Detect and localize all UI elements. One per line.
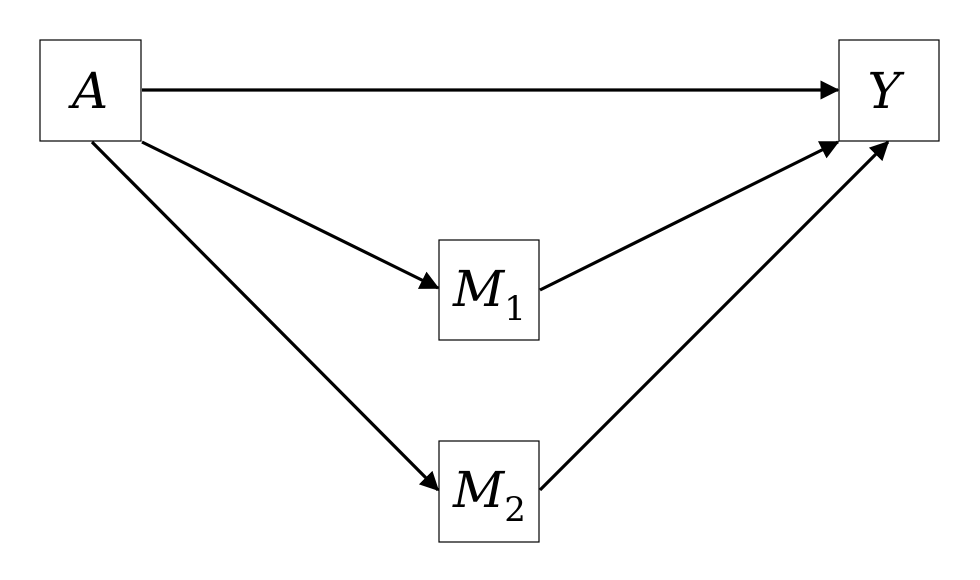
node-m1-subscript: 1 — [504, 289, 526, 329]
edge-m2-to-y — [538, 140, 890, 492]
node-a-box — [39, 39, 142, 142]
node-y-box — [838, 39, 940, 142]
node-m1-label: M — [452, 260, 506, 318]
node-m2-label: M — [452, 461, 506, 519]
node-y: Y — [838, 39, 940, 142]
node-m1: M1 — [438, 239, 540, 341]
node-a: A — [39, 39, 142, 142]
node-m2-subscript: 2 — [504, 490, 526, 530]
node-a-label: A — [68, 62, 108, 120]
node-m2-box — [438, 440, 540, 543]
node-m2-label-group: M2 — [452, 461, 526, 530]
node-m1-box — [438, 239, 540, 341]
edge-a-to-m2 — [90, 140, 440, 492]
node-m1-label-group: M1 — [452, 260, 526, 329]
node-y-label: Y — [867, 62, 904, 120]
edge-a-to-m1 — [141, 140, 440, 290]
node-m2: M2 — [438, 440, 540, 543]
edge-m1-to-y — [539, 140, 840, 292]
